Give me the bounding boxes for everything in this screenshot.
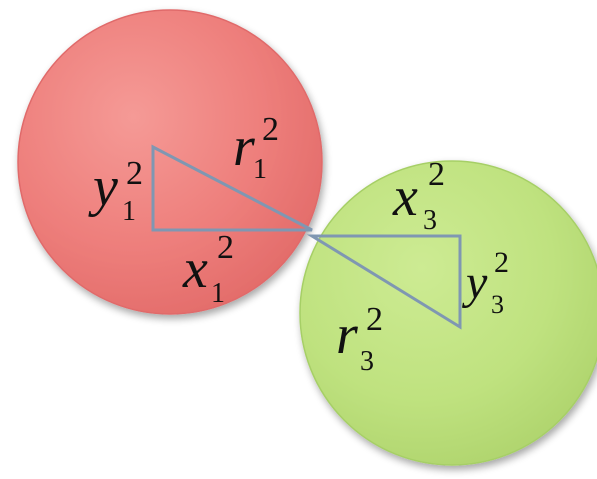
svg-text:x: x [392,166,418,228]
svg-text:x: x [182,238,208,300]
triangle-3 [306,234,462,330]
svg-text:3: 3 [491,290,504,319]
label-r3-squared: r 2 3 [336,301,383,377]
label-r1-squared: r 2 1 [233,111,279,185]
svg-text:2: 2 [262,111,279,148]
svg-text:2: 2 [366,301,383,338]
svg-text:y: y [461,256,488,309]
circle-1 [17,9,323,315]
label-x1-squared: x 2 1 [182,229,234,309]
svg-text:1: 1 [253,154,267,185]
svg-text:1: 1 [211,278,225,309]
label-y1-squared: y 2 1 [88,155,143,227]
label-y3-squared: y 2 3 [461,246,509,319]
svg-text:r: r [233,116,255,178]
svg-text:2: 2 [126,155,143,192]
svg-text:2: 2 [217,229,234,266]
svg-text:2: 2 [494,246,509,279]
svg-text:2: 2 [428,156,445,193]
svg-text:3: 3 [423,205,437,236]
label-x3-squared: x 2 3 [392,156,445,236]
svg-text:y: y [88,156,118,218]
svg-text:1: 1 [122,196,136,227]
svg-text:r: r [336,304,358,366]
svg-text:3: 3 [360,346,374,377]
triangle-1 [151,144,313,232]
